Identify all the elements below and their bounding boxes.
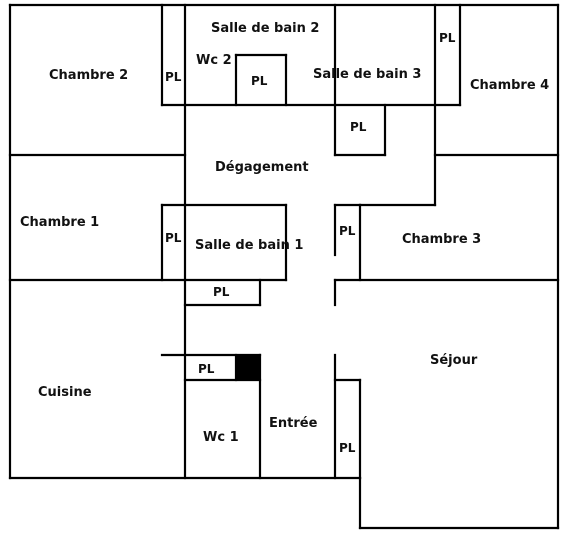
room-label-wc-2: Wc 2 xyxy=(196,53,232,68)
closet-label-wc-2: PL xyxy=(251,74,268,88)
closet-label-cuisine: PL xyxy=(198,362,215,376)
closet-label-chambre-4: PL xyxy=(439,31,456,45)
closet-label-chambre-2: PL xyxy=(165,70,182,84)
room-label-salle-de-bain-3: Salle de bain 3 xyxy=(313,67,421,82)
room-label-salle-de-bain-2: Salle de bain 2 xyxy=(211,21,319,36)
closet-label-chambre-1: PL xyxy=(165,231,182,245)
room-label-sejour: Séjour xyxy=(430,353,478,368)
chimney-block xyxy=(237,356,260,379)
room-label-salle-de-bain-1: Salle de bain 1 xyxy=(195,238,303,253)
room-label-degagement: Dégagement xyxy=(215,160,309,175)
walls xyxy=(8,3,560,530)
room-label-chambre-4: Chambre 4 xyxy=(470,78,549,93)
room-label-chambre-2: Chambre 2 xyxy=(49,68,128,83)
room-label-cuisine: Cuisine xyxy=(38,385,92,400)
closet-label-sejour: PL xyxy=(339,441,356,455)
room-label-chambre-1: Chambre 1 xyxy=(20,215,99,230)
room-labels: Chambre 2 Salle de bain 2 Wc 2 Salle de … xyxy=(20,21,549,445)
closet-label-salle-de-bain-3: PL xyxy=(350,120,367,134)
room-label-entree: Entrée xyxy=(269,416,318,431)
closet-labels: PL PL PL PL PL PL PL PL PL xyxy=(165,31,456,455)
room-label-chambre-3: Chambre 3 xyxy=(402,232,481,247)
closet-label-salle-de-bain-1: PL xyxy=(213,285,230,299)
closet-label-chambre-3: PL xyxy=(339,224,356,238)
room-label-wc-1: Wc 1 xyxy=(203,430,239,445)
